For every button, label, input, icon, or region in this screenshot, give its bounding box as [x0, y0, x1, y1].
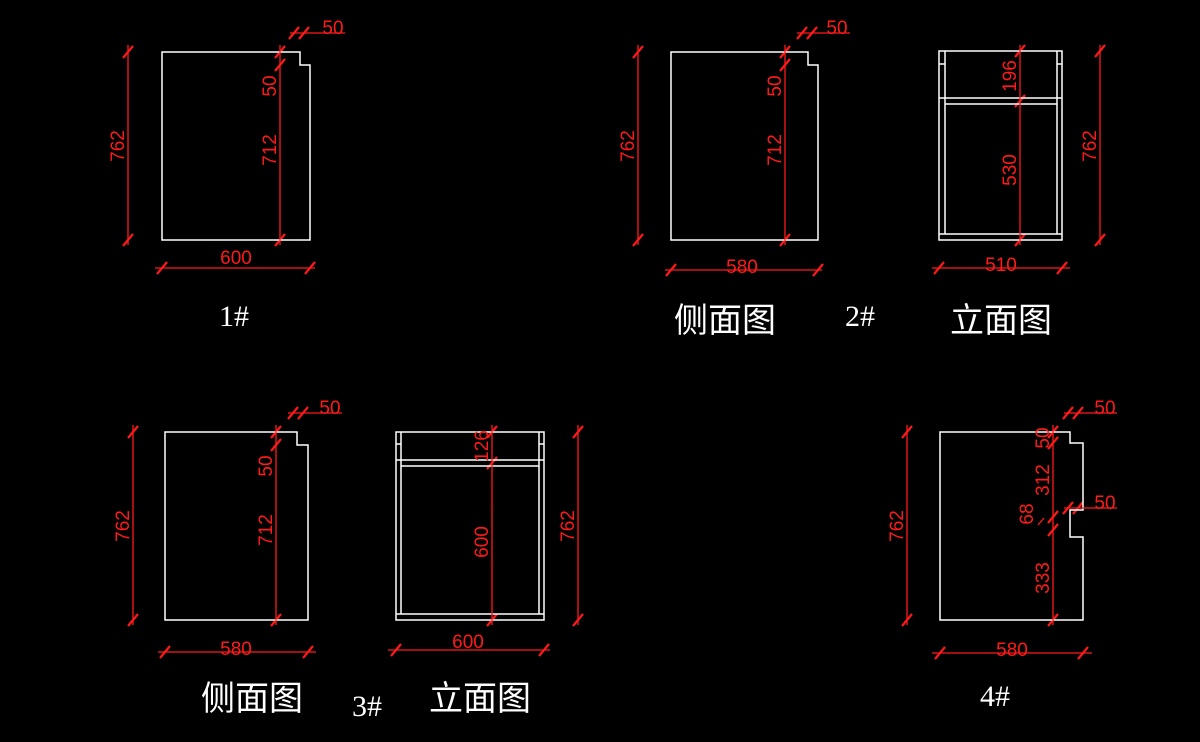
dim-gap: 68 [1017, 503, 1038, 524]
dim-top: 50 [256, 455, 277, 476]
dim-width: 600 [220, 248, 252, 269]
caption-front: 立面图 [429, 679, 531, 719]
caption-front: 立面图 [950, 301, 1052, 341]
dim-width: 580 [220, 639, 252, 660]
dim-notch: 50 [826, 18, 847, 39]
dim-notch: 50 [322, 18, 343, 39]
drawing-2-side: 762 50 712 580 50 侧面图 2# [618, 18, 875, 341]
drawing-1: 762 50 712 600 50 1# [108, 18, 345, 333]
dim-width: 510 [985, 255, 1017, 276]
drawing-label: 2# [845, 300, 875, 333]
dim-lower: 530 [1000, 154, 1021, 186]
dim-top: 50 [1033, 427, 1054, 448]
drawing-label: 1# [219, 300, 249, 333]
dim-top: 126 [472, 430, 493, 462]
dim-height: 762 [618, 130, 639, 162]
caption-side: 侧面图 [201, 679, 303, 719]
drawing-label: 4# [980, 680, 1010, 713]
dim-lower: 712 [260, 134, 281, 166]
dim-width: 580 [726, 257, 758, 278]
dim-height: 762 [113, 510, 134, 542]
drawing-4: 762 50 312 68 333 580 50 50 4# [887, 398, 1117, 713]
dim-height: 762 [887, 510, 908, 542]
dimension-ticks [122, 26, 1106, 660]
drawing-3-front: 126 600 762 600 立面图 [388, 425, 579, 719]
caption-side: 侧面图 [674, 301, 776, 341]
dim-upper: 312 [1033, 464, 1054, 496]
dim-width: 600 [452, 632, 484, 653]
side-outline [161, 51, 311, 241]
drawing-2-front: 196 530 762 510 立面图 [932, 45, 1101, 341]
dim-width: 580 [996, 640, 1028, 661]
dim-notch-top: 50 [1094, 398, 1115, 419]
dim-height: 762 [558, 510, 579, 542]
dim-top: 50 [765, 75, 786, 96]
dim-top: 50 [260, 75, 281, 96]
drawing-3-side: 762 50 712 580 50 侧面图 3# [113, 398, 382, 723]
drawing-label: 3# [352, 690, 382, 723]
dim-top: 196 [1000, 60, 1021, 92]
dim-notch-mid: 50 [1094, 493, 1115, 514]
dim-lower: 333 [1033, 562, 1054, 594]
dim-lower: 712 [765, 134, 786, 166]
dim-lower: 600 [472, 526, 493, 558]
dim-notch: 50 [319, 398, 340, 419]
dim-height: 762 [1080, 130, 1101, 162]
dim-lower: 712 [256, 514, 277, 546]
dim-height: 762 [108, 130, 129, 162]
